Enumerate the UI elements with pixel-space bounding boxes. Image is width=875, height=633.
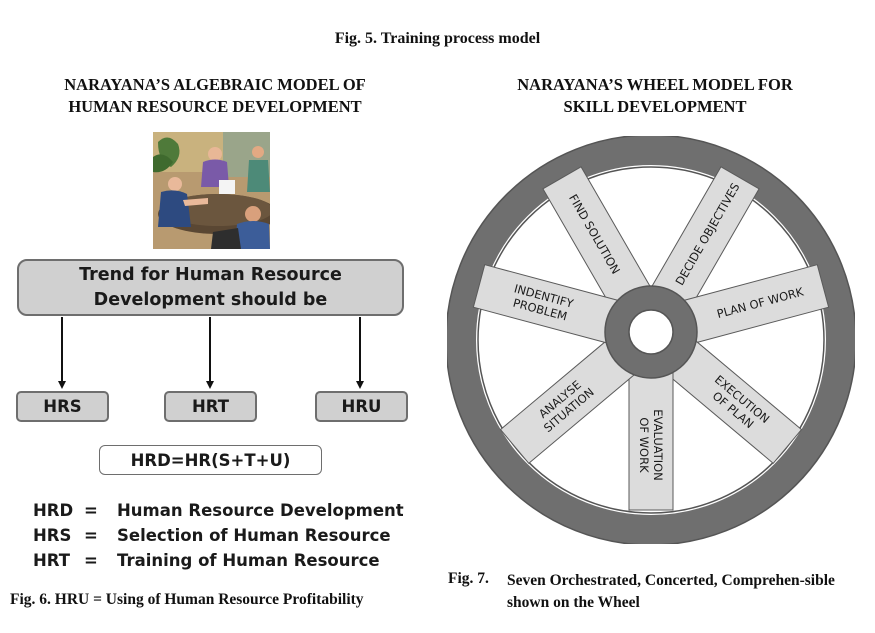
wheel-model-title: NARAYANA’S WHEEL MODEL FOR SKILL DEVELOP… (450, 74, 860, 118)
wheel-model-title-line2: SKILL DEVELOPMENT (563, 97, 747, 116)
hrd-formula: HRD=HR(S+T+U) (99, 445, 322, 475)
hru-box: HRU (315, 391, 408, 422)
trend-text-line1: Trend for Human Resource (79, 264, 342, 285)
hrs-box: HRS (16, 391, 109, 422)
wheel-spoke-bar (628, 371, 674, 511)
wheel-rim-inner-edge (477, 166, 825, 514)
legend-abbr: HRS (33, 526, 72, 545)
wheel-model-title-line1: NARAYANA’S WHEEL MODEL FOR (517, 75, 793, 94)
wheel-spoke (628, 371, 674, 511)
figure-7-caption: Seven Orchestrated, Concerted, Comprehen… (507, 572, 835, 611)
algebraic-model-title-line1: NARAYANA’S ALGEBRAIC MODEL OF (64, 75, 366, 94)
wheel-rim (447, 136, 855, 544)
legend-equals: = (84, 551, 98, 570)
figure-6-caption: Fig. 6. HRU = Using of Human Resource Pr… (10, 591, 364, 608)
trend-box: Trend for Human Resource Development sho… (17, 259, 404, 316)
algebraic-model-title: NARAYANA’S ALGEBRAIC MODEL OF HUMAN RESO… (10, 74, 420, 118)
wheel-spoke-label-line: EVALUATION (651, 409, 665, 481)
algebraic-model-title-line2: HUMAN RESOURCE DEVELOPMENT (68, 97, 362, 116)
wheel-spoke-label: EVALUATIONOF WORK (637, 409, 665, 481)
legend-abbr: HRD (33, 501, 74, 520)
wheel-hub-hole (628, 309, 674, 355)
legend-definition: Selection of Human Resource (117, 526, 391, 545)
business-meeting-illustration (153, 132, 270, 249)
legend-definition: Training of Human Resource (117, 551, 380, 570)
legend-definition: Human Resource Development (117, 501, 404, 520)
trend-text-line2: Development should be (93, 289, 328, 310)
figure-7-label: Fig. 7. (448, 570, 489, 587)
wheel-spokes (472, 166, 830, 511)
legend-equals: = (84, 501, 98, 520)
hrt-box: HRT (164, 391, 257, 422)
wheel-spoke-label-line: OF WORK (637, 417, 651, 473)
legend-equals: = (84, 526, 98, 545)
figure-5-caption: Fig. 5. Training process model (334, 30, 541, 47)
legend-abbr: HRT (33, 551, 71, 570)
